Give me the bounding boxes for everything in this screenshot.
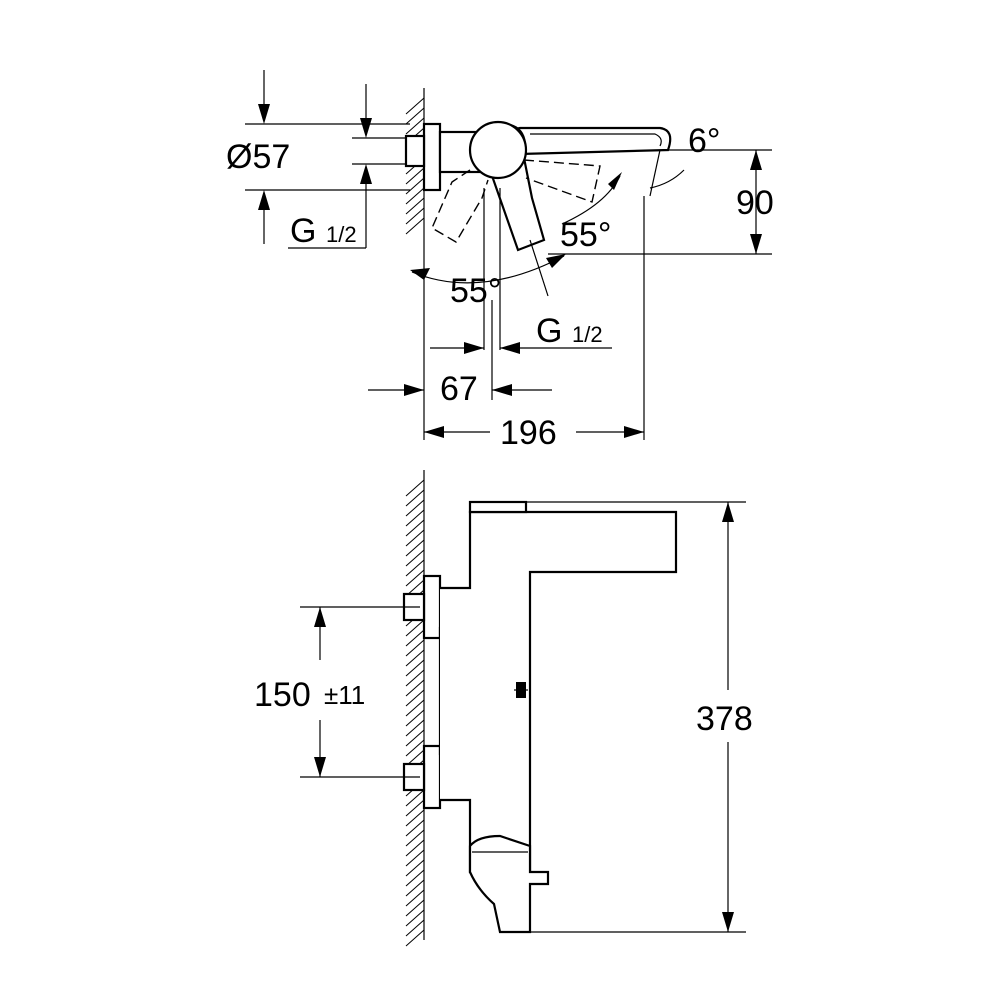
hatch-stroke [405, 649, 425, 667]
spout-inner [530, 133, 662, 147]
dim-angle-spout-line [649, 149, 661, 197]
wall-hatching-front [405, 479, 425, 947]
hatch-stroke [405, 809, 425, 827]
dim-angle-lower-label: 55° [450, 272, 501, 310]
dim-angle-upper-arrow [608, 172, 622, 190]
hatch-stroke [405, 669, 425, 687]
hatch-stroke [405, 489, 425, 507]
hatch-stroke [405, 519, 425, 537]
hatch-stroke [405, 107, 425, 125]
hatch-stroke [405, 187, 425, 205]
hatch-stroke [405, 899, 425, 917]
dim-thread-left-arrow-bottom [360, 164, 372, 184]
hatch-stroke [405, 679, 425, 697]
hatch-stroke [405, 799, 425, 817]
hatch-stroke [405, 919, 425, 937]
dim-196-label: 196 [500, 414, 557, 452]
dim-angle-lower-arrow-right [546, 254, 566, 268]
dim-centers-label: 150 [254, 676, 311, 714]
top-view: Ø57 G 1/2 6° 90 55° 55° [226, 70, 774, 452]
dim-thread-left-fraction: 1/2 [326, 222, 357, 247]
hatch-stroke [405, 539, 425, 557]
hatch-stroke [405, 499, 425, 517]
hatch-stroke [405, 177, 425, 195]
lever-dashed-right [523, 159, 601, 203]
dim-378-arrow-top [722, 502, 734, 522]
dim-thread-bottom-arrow-left [464, 342, 484, 354]
hatch-stroke [405, 117, 425, 135]
diverter [468, 834, 550, 934]
dim-angle-lower-ref [529, 239, 549, 297]
dim-90-arrow-bottom [750, 234, 762, 254]
hatch-stroke [405, 569, 425, 587]
hatch-stroke [405, 639, 425, 657]
dim-diameter-arrow-bottom [258, 190, 270, 210]
dim-centers-arrow-bottom [314, 757, 326, 777]
dim-thread-bottom-fraction: 1/2 [572, 322, 603, 347]
dim-thread-left-label: G [290, 212, 316, 250]
dim-angle-upper-label: 55° [560, 216, 611, 254]
rosette-lower [422, 744, 442, 810]
dim-90-label: 90 [736, 184, 774, 222]
rosette-upper [422, 574, 442, 640]
dim-thread-left-arrow-top [360, 118, 372, 138]
dim-67-arrow-left [404, 384, 424, 396]
hatch-stroke [405, 699, 425, 717]
dim-196-arrow-left [424, 426, 444, 438]
hatch-stroke [405, 829, 425, 847]
hatch-stroke [405, 879, 425, 897]
front-view: 150 ±11 378 [254, 470, 753, 947]
hatch-stroke [405, 729, 425, 747]
hatch-stroke [405, 549, 425, 567]
hatch-stroke [405, 859, 425, 877]
dim-196-arrow-right [624, 426, 644, 438]
dim-thread-bottom-label: G [536, 312, 562, 350]
mixer-body-front [440, 510, 678, 874]
lever-hub [468, 120, 528, 180]
dim-378-arrow-bottom [722, 912, 734, 932]
hatch-stroke [405, 659, 425, 677]
hatch-stroke [405, 529, 425, 547]
hatch-stroke [405, 869, 425, 887]
top-cap [468, 500, 528, 514]
dim-378-label: 378 [696, 700, 753, 738]
hatch-stroke [405, 629, 425, 647]
hatch-stroke [405, 909, 425, 927]
hatch-stroke [405, 929, 425, 947]
dim-angle-spout-arc [649, 169, 685, 189]
dim-angle-lower-arc [411, 255, 565, 284]
body-mark-block [516, 682, 526, 698]
hatch-stroke [405, 619, 425, 637]
hatch-stroke [405, 889, 425, 907]
wall-connector [404, 134, 426, 168]
dim-67-label: 67 [440, 370, 478, 408]
hatch-stroke [405, 739, 425, 757]
hatch-stroke [405, 849, 425, 867]
hatch-stroke [405, 207, 425, 225]
hatch-stroke [405, 839, 425, 857]
dim-centers-arrow-top [314, 607, 326, 627]
dim-90-arrow-top [750, 150, 762, 170]
dim-diameter-arrow-top [258, 104, 270, 124]
dim-centers-tolerance: ±11 [324, 680, 365, 710]
hatch-stroke [405, 789, 425, 807]
hatch-stroke [405, 217, 425, 235]
hatch-stroke [405, 197, 425, 215]
hatch-stroke [405, 719, 425, 737]
hatch-stroke [405, 819, 425, 837]
hatch-stroke [405, 709, 425, 727]
dim-angle-spout-label: 6° [688, 122, 721, 160]
hatch-stroke [405, 97, 425, 115]
hatch-stroke [405, 559, 425, 577]
dim-diameter-label: Ø57 [226, 138, 290, 176]
hatch-stroke [405, 689, 425, 707]
hatch-stroke [405, 167, 425, 185]
dim-angle-lower-arrow-left [410, 268, 430, 280]
lever-dashed-left [431, 169, 489, 243]
hatch-stroke [405, 509, 425, 527]
hatch-stroke [405, 479, 425, 497]
rosette [422, 122, 442, 192]
